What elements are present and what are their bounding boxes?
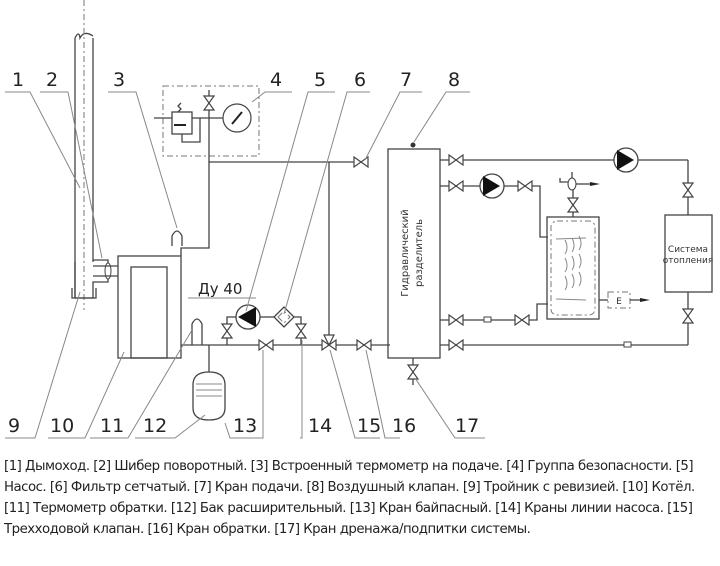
heating-scheme-diagram: Гидравлический разделитель Система отопл…	[5, 0, 714, 439]
water-heater-tank	[546, 216, 600, 320]
return-thermometer	[191, 318, 203, 345]
callout-6: 6	[354, 69, 366, 91]
heating-pump	[613, 147, 639, 173]
callout-13: 13	[233, 415, 257, 437]
heating-system-label-1: Система	[668, 245, 708, 255]
dhw-pump	[479, 173, 505, 199]
chimney	[71, 0, 118, 310]
callout-16: 16	[392, 415, 416, 437]
expansion-vessel-dhw: E	[599, 291, 650, 309]
boiler-pump	[235, 304, 261, 330]
boiler	[117, 255, 182, 359]
callout-14: 14	[308, 415, 332, 437]
safety-group	[154, 85, 260, 162]
callout-5: 5	[314, 69, 326, 91]
callout-17: 17	[455, 415, 479, 437]
separator-label-1: Гидравлический	[400, 209, 411, 296]
callout-10: 10	[50, 415, 74, 437]
three-way-valve	[321, 334, 337, 351]
hydraulic-separator: Гидравлический разделитель	[387, 142, 441, 385]
callout-8: 8	[448, 69, 460, 91]
legend-caption: [1] Дымоход. [2] Шибер поворотный. [3] В…	[4, 459, 695, 537]
callout-3: 3	[113, 69, 125, 91]
heating-system: Система отопления	[663, 214, 714, 293]
leader-lines	[5, 91, 485, 439]
mesh-filter	[273, 306, 295, 328]
supply-thermometer	[171, 230, 183, 246]
separator-label-2: разделитель	[414, 219, 425, 287]
callout-1: 1	[12, 69, 24, 91]
callout-9: 9	[8, 415, 20, 437]
callout-12: 12	[143, 415, 167, 437]
expansion-tank	[192, 345, 226, 421]
callout-4: 4	[270, 69, 282, 91]
callout-11: 11	[100, 415, 124, 437]
heating-system-label-2: отопления	[663, 256, 714, 266]
callout-2: 2	[46, 69, 58, 91]
expansion-label: E	[616, 297, 622, 307]
callout-15: 15	[357, 415, 381, 437]
pipe-size-label: Ду 40	[198, 280, 242, 298]
callout-7: 7	[400, 69, 412, 91]
